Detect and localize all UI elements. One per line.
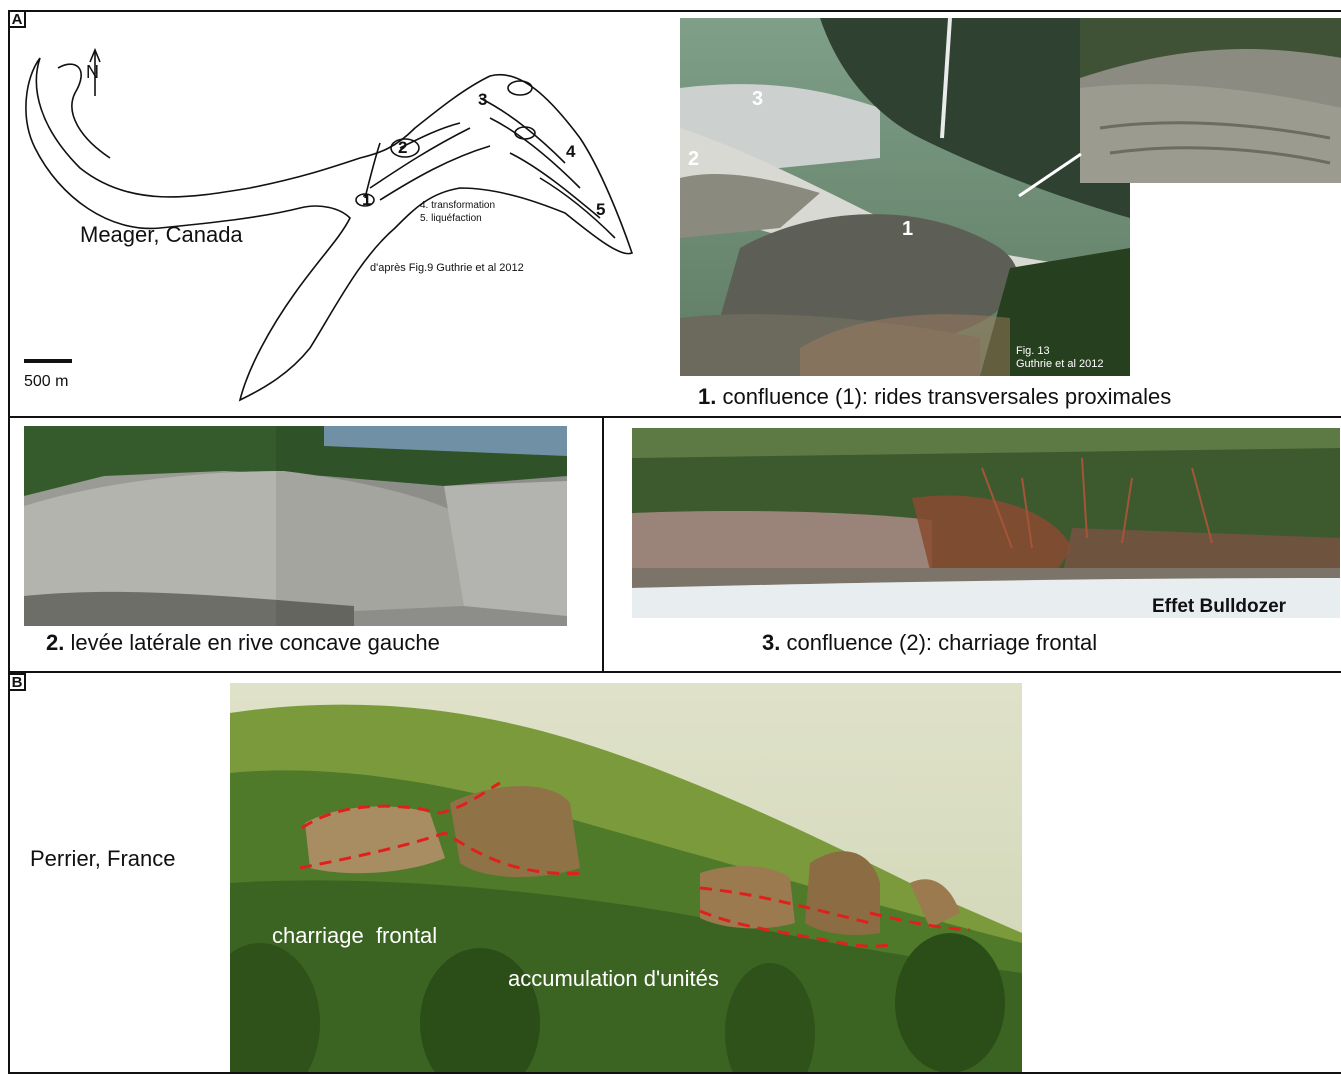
caption-photo-3-number: 3. (762, 630, 781, 655)
meager-map-drawing (24, 47, 634, 402)
panel-b-label-accumulation: accumulation d'unités (508, 966, 719, 991)
aerial-photo-confluence (680, 18, 1130, 376)
map-source: d'après Fig.9 Guthrie et al 2012 (370, 262, 524, 274)
caption-photo-2-text: levée latérale en rive concave gauche (70, 630, 440, 655)
caption-photo-3: 3. confluence (2): charriage frontal (762, 630, 1097, 656)
caption-photo-1: 1. confluence (1): rides transversales p… (698, 384, 1171, 410)
caption-photo-2: 2. levée latérale en rive concave gauche (46, 630, 440, 656)
map-legend-liquefaction: 5. liquéfaction (420, 213, 482, 224)
photo-lateral-levee (24, 426, 567, 626)
caption-photo-2-number: 2. (46, 630, 65, 655)
panel-a-letter: A (8, 10, 26, 28)
bulldozer-overlay-label: Effet Bulldozer (1152, 596, 1287, 617)
panel-b-letter: B (8, 673, 26, 691)
map-site-label: Meager, Canada (80, 222, 243, 247)
map-point-3: 3 (478, 90, 488, 109)
panel-b-site-label: Perrier, France (30, 846, 176, 871)
north-label: N (86, 62, 99, 82)
aerial-source-fig: Fig. 13 (1016, 345, 1050, 357)
aerial-point-2: 2 (688, 148, 700, 170)
aerial-source-authors: Guthrie et al 2012 (1016, 358, 1104, 370)
north-arrow-icon (89, 47, 101, 96)
photo-perrier-hillside (230, 683, 1022, 1072)
map-point-4: 4 (566, 142, 576, 161)
caption-photo-3-text: confluence (2): charriage frontal (786, 630, 1098, 655)
map-scale-label: 500 m (24, 373, 69, 390)
map-point-1: 1 (362, 190, 372, 209)
inset-pointer-line (1018, 152, 1082, 198)
map-point-2: 2 (398, 138, 408, 157)
caption-photo-1-text: confluence (1): rides transversales prox… (722, 384, 1172, 409)
map-point-5: 5 (596, 200, 606, 219)
panel-b-label-charriage: charriage frontal (272, 923, 438, 948)
caption-photo-1-number: 1. (698, 384, 717, 409)
inset-photo-ridges (1080, 18, 1341, 183)
aerial-point-1: 1 (902, 218, 914, 240)
map-legend-transformation: 4. transformation (420, 200, 496, 211)
aerial-point-3: 3 (752, 88, 764, 110)
photo-bulldozer-effect (632, 428, 1340, 618)
